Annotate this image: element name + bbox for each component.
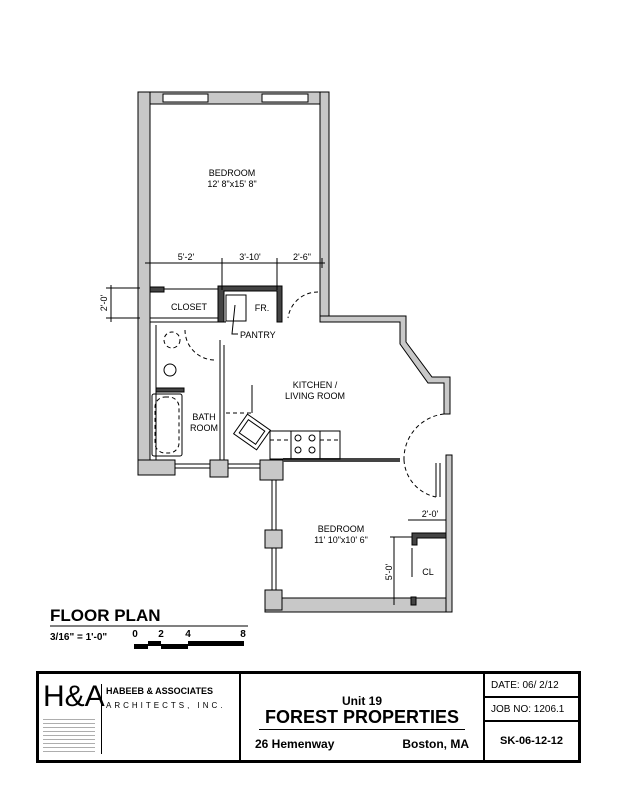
- scale-tick: 4: [185, 629, 191, 640]
- title-block: H&A HABEEB & ASSOCIATES ARCHITECTS, INC.…: [36, 671, 581, 763]
- date-field: DATE: 06/ 2/12: [485, 674, 578, 698]
- plan-scale: 3/16" = 1'-0": [50, 632, 107, 643]
- job-number: JOB NO: 1206.1: [485, 698, 578, 722]
- bedroom2-size: 11' 10"x10' 6": [314, 535, 368, 545]
- toilet-icon: [163, 331, 181, 349]
- pantry-label: PANTRY: [240, 330, 276, 340]
- bath-label-2: ROOM: [190, 423, 218, 433]
- closet2-label: CL: [422, 567, 434, 577]
- project-address: 26 Hemenway: [255, 737, 335, 751]
- wall-kitchen-bottom: [283, 458, 400, 462]
- wall-segment: [264, 529, 283, 549]
- dimension-label: 2'-0': [422, 509, 439, 519]
- wall-segment: [264, 589, 283, 611]
- unit-label: Unit 19: [341, 694, 382, 708]
- pantry-walls: [217, 285, 283, 323]
- dimension-label: 5'-2': [178, 252, 195, 262]
- door-swing: [184, 329, 216, 361]
- closet-label: CLOSET: [171, 302, 208, 312]
- dimension-label: 3'-10': [239, 252, 261, 262]
- stove-icon: [294, 434, 316, 454]
- scale-tick: 2: [158, 629, 164, 640]
- wall-segment: [259, 459, 284, 481]
- sheet-info: DATE: 06/ 2/12 JOB NO: 1206.1 SK-06-12-1…: [485, 674, 578, 760]
- door-swing: [287, 291, 319, 319]
- wall-bottom: [264, 597, 453, 613]
- bathtub-icon: [151, 393, 183, 457]
- bedroom2-label: BEDROOM: [318, 524, 365, 534]
- dimension-lines: [106, 258, 446, 605]
- firm-logo: H&A: [43, 680, 105, 713]
- scale-tick: 0: [132, 629, 138, 640]
- firm-subtitle: ARCHITECTS, INC.: [106, 701, 226, 710]
- project-name: FOREST PROPERTIES: [264, 707, 460, 727]
- wall-left: [137, 91, 151, 476]
- dimension-label: 5'-0': [384, 564, 394, 581]
- scale-bar: 0 2 4 8: [132, 629, 246, 649]
- sink-icon: [163, 363, 177, 377]
- wall-right-lower: [445, 454, 453, 613]
- window: [261, 93, 309, 103]
- scale-tick: 8: [240, 629, 246, 640]
- bedroom1-size: 12' 8"x15' 8": [207, 179, 256, 189]
- firm-block: H&A HABEEB & ASSOCIATES ARCHITECTS, INC.: [39, 674, 241, 760]
- bath-label: BATH: [192, 412, 215, 422]
- kitchen-label-2: LIVING ROOM: [285, 391, 345, 401]
- project-block: Unit 19 FOREST PROPERTIES 26 Hemenway Bo…: [241, 674, 485, 760]
- fridge-label: FR.: [255, 303, 270, 313]
- firm-name: HABEEB & ASSOCIATES: [106, 686, 214, 696]
- kitchen-label: KITCHEN /: [293, 380, 338, 390]
- dimension-label: 2'-0': [99, 295, 109, 312]
- wall-segment: [137, 459, 176, 476]
- project-city: Boston, MA: [402, 737, 469, 751]
- dimension-label: 2'-6": [293, 252, 311, 262]
- sink-kitchen-icon: [232, 413, 272, 451]
- bedroom1-label: BEDROOM: [209, 168, 256, 178]
- sheet-number: SK-06-12-12: [500, 735, 563, 747]
- plan-title: FLOOR PLAN: [50, 606, 161, 625]
- wall-segment: [209, 459, 229, 478]
- wall-right: [319, 91, 330, 323]
- door-swing: [403, 413, 445, 461]
- window: [162, 93, 209, 103]
- firm-address-smallprint: [43, 716, 95, 752]
